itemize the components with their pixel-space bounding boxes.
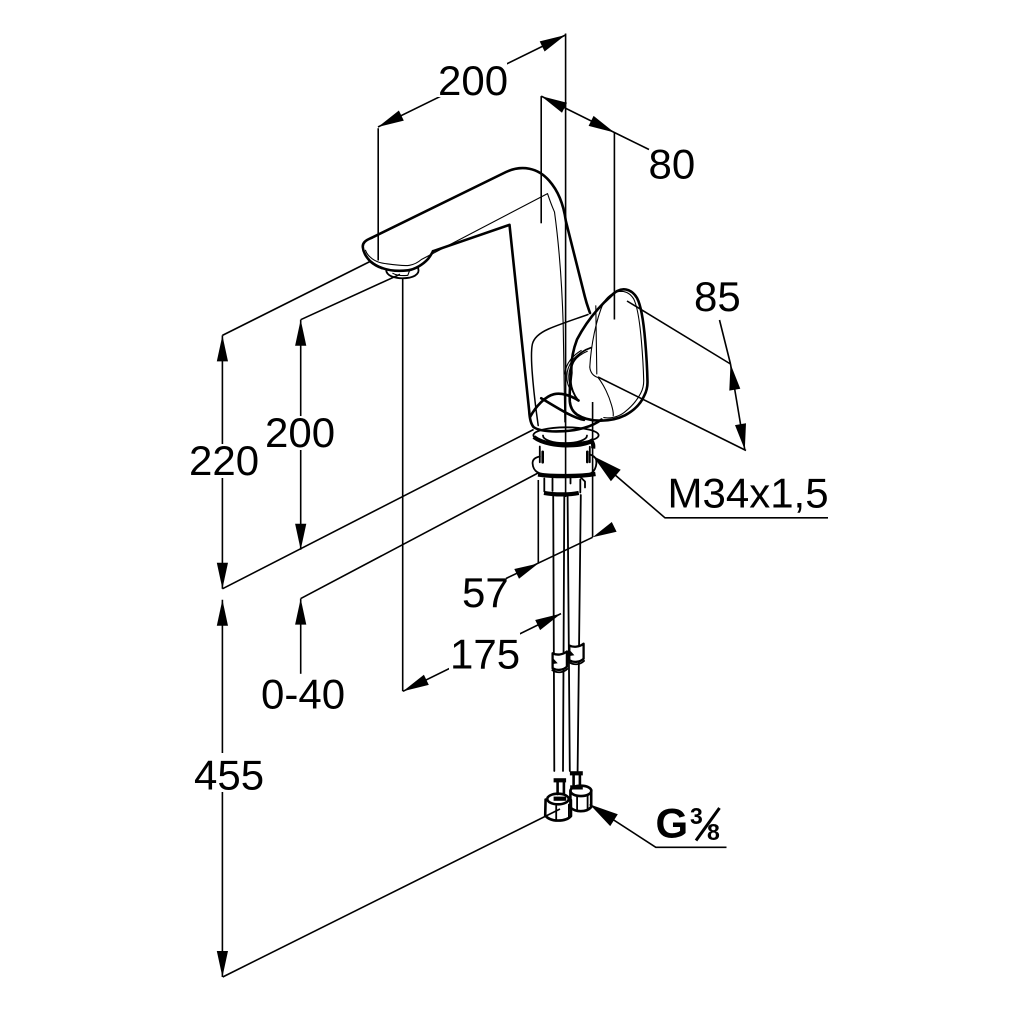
svg-text:175: 175 <box>450 631 520 678</box>
svg-text:200: 200 <box>265 409 335 456</box>
svg-text:80: 80 <box>649 141 696 188</box>
svg-text:0-40: 0-40 <box>261 671 345 718</box>
svg-text:8: 8 <box>707 819 720 845</box>
svg-text:G: G <box>656 800 689 847</box>
svg-text:57: 57 <box>462 569 509 616</box>
svg-text:200: 200 <box>438 57 508 104</box>
svg-text:220: 220 <box>189 437 259 484</box>
svg-text:85: 85 <box>694 273 741 320</box>
svg-text:3: 3 <box>690 803 703 829</box>
svg-text:M34x1,5: M34x1,5 <box>668 470 829 517</box>
svg-text:455: 455 <box>194 752 264 799</box>
